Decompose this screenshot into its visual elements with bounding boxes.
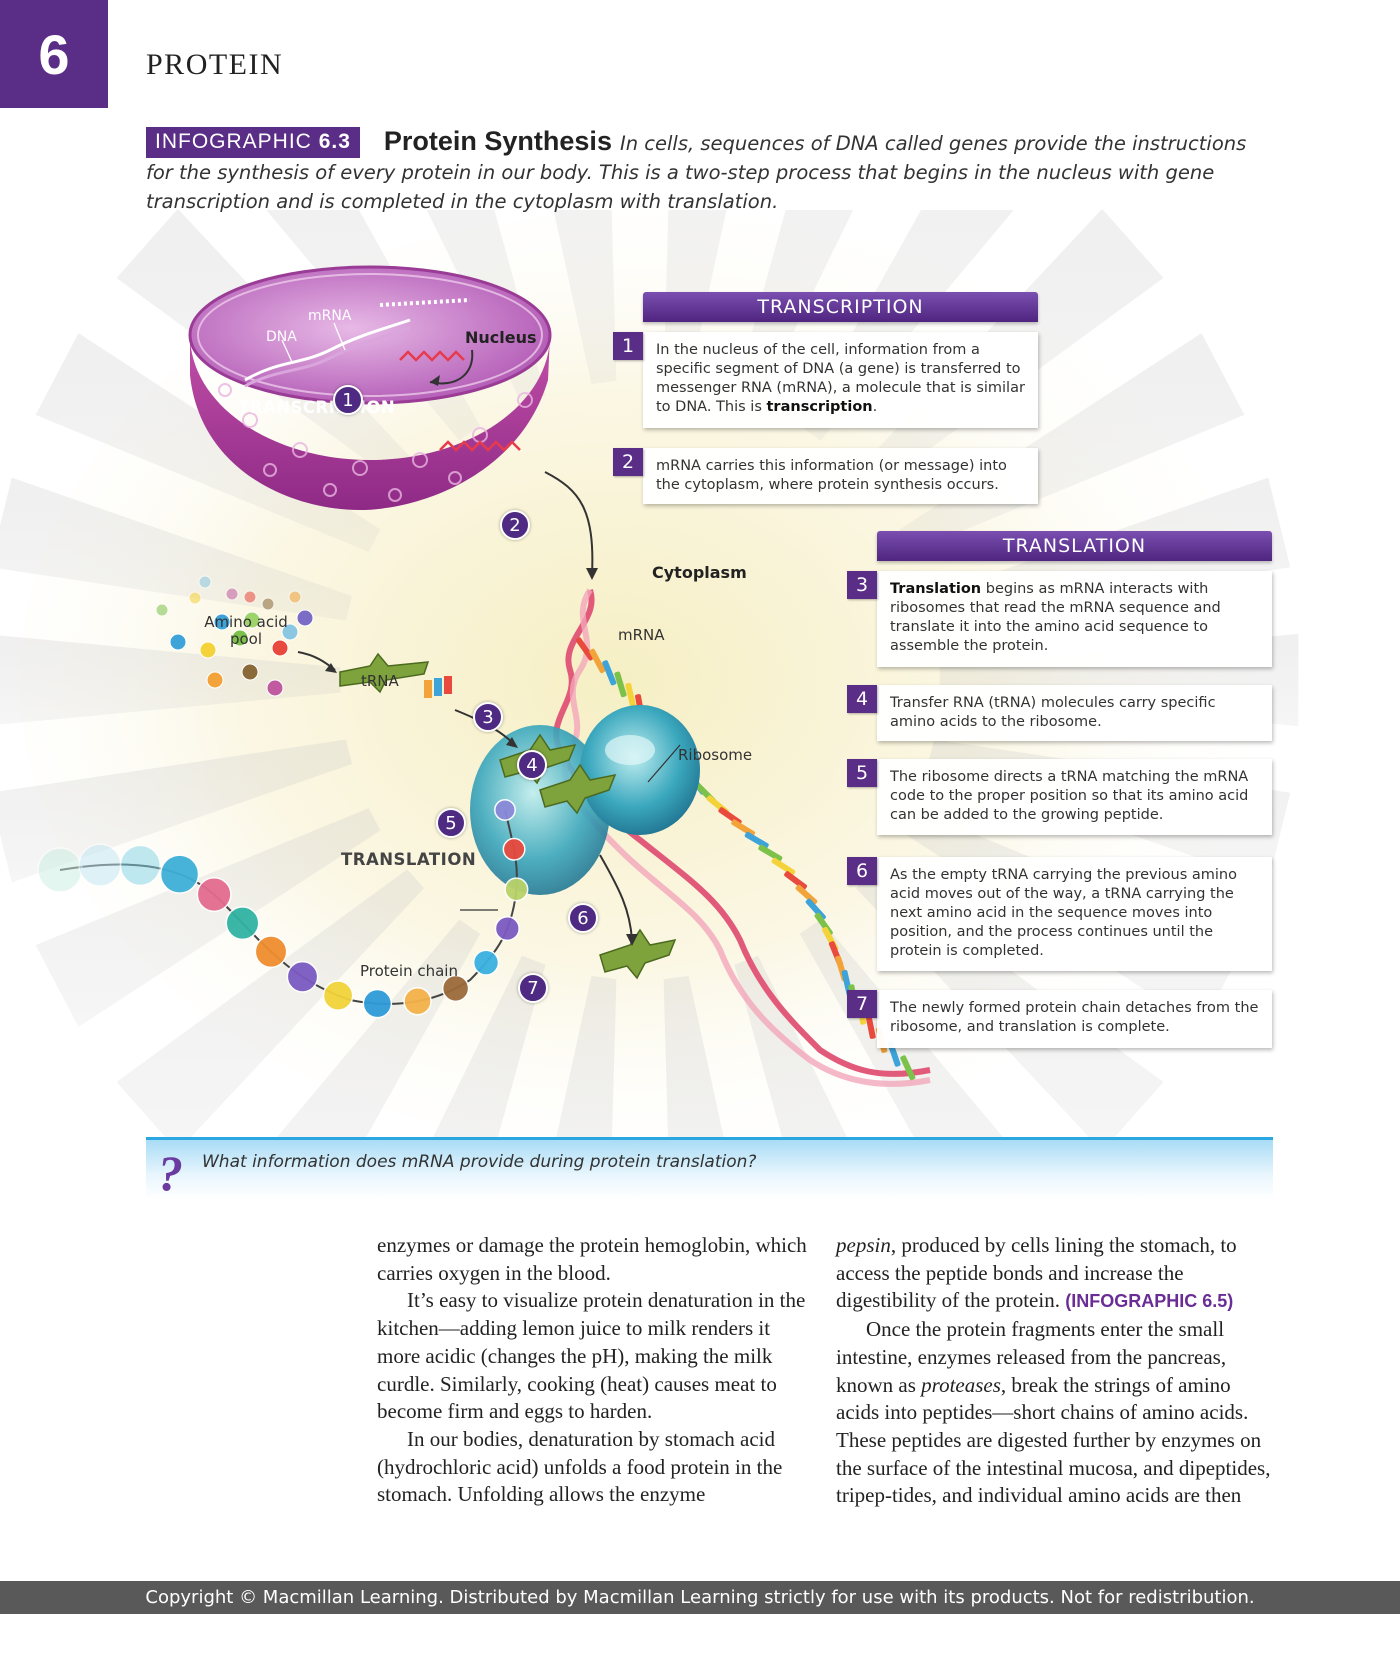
step-4-text: Transfer RNA (tRNA) molecules carry spec… [890,695,1216,730]
protein-chain-graphic [37,799,529,1019]
body-right-p1: pepsin, produced by cells lining the sto… [836,1232,1276,1316]
body-right-p1-text: , produced by cells lining the stomach, … [836,1233,1237,1313]
infographic-title: Protein Synthesis [383,126,612,156]
step-3-box: 3 Translation begins as mRNA interacts w… [847,571,1272,667]
step-5-text: The ribosome directs a tRNA matching the… [890,769,1249,823]
step-2-number: 2 [613,448,643,476]
marker-1: 1 [333,385,363,415]
body-right-p2: Once the protein fragments enter the sma… [836,1316,1276,1510]
step-7-text: The newly formed protein chain detaches … [890,1000,1259,1035]
term-proteases: proteases [921,1372,1001,1397]
marker-7: 7 [518,973,548,1003]
step-5-number: 5 [847,759,877,787]
step-7-box: 7 The newly formed protein chain detache… [847,990,1272,1048]
body-right-p2-text-b: , break the strings of amino acids into … [836,1372,1271,1508]
step-3-text: begins as mRNA interacts with ribosomes … [890,581,1221,654]
step-4-box: 4 Transfer RNA (tRNA) molecules carry sp… [847,685,1272,741]
label-amino-acid-pool: Amino acid pool [204,613,288,648]
transcription-header: TRANSCRIPTION [643,292,1038,322]
body-column-left: enzymes or damage the protein hemoglobin… [377,1232,812,1509]
step-1-bold: transcription [766,399,873,415]
amino-acid-pool-beads [155,575,314,697]
copyright-footer: Copyright © Macmillan Learning. Distribu… [0,1581,1400,1614]
infographic-tag-number: 6.3 [318,130,351,153]
step-1-text: In the nucleus of the cell, information … [656,342,1025,415]
step-3-bold: Translation [890,581,982,597]
body-right-p2-text-a: Once the protein fragments enter the sma… [836,1317,1227,1397]
label-transcription-nucleus: TRANSCRIPTION [238,398,396,417]
marker-4: 4 [517,750,547,780]
chapter-title: PROTEIN [146,48,284,81]
step-1-number: 1 [613,332,643,360]
chapter-number-tab: 6 [0,0,108,108]
marker-6: 6 [568,903,598,933]
label-dna: DNA [266,329,297,345]
marker-5: 5 [436,808,466,838]
review-question-text: What information does mRNA provide durin… [202,1152,757,1172]
step-2-box: 2 mRNA carries this information (or mess… [613,448,1038,504]
step-2-text: mRNA carries this information (or messag… [656,458,1007,493]
body-left-p1: enzymes or damage the protein hemoglobin… [377,1233,807,1285]
step-5-box: 5 The ribosome directs a tRNA matching t… [847,759,1272,835]
label-cytoplasm: Cytoplasm [652,563,747,582]
infographic-reference-link[interactable]: (INFOGRAPHIC 6.5) [1065,1291,1234,1312]
step-7-number: 7 [847,990,877,1018]
review-question-bar: ? What information does mRNA provide dur… [146,1137,1273,1201]
label-translation: TRANSLATION [341,850,477,869]
label-mrna-nucleus: mRNA [308,308,352,324]
step-6-number: 6 [847,857,877,885]
body-column-right: pepsin, produced by cells lining the sto… [836,1232,1276,1510]
label-ribosome: Ribosome [678,746,753,764]
infographic-tag: INFOGRAPHIC 6.3 [146,127,360,158]
label-protein-chain: Protein chain [360,962,458,980]
nucleus-graphic [188,265,552,510]
step-1-box: 1 In the nucleus of the cell, informatio… [613,332,1038,428]
translation-header: TRANSLATION [877,531,1272,561]
trna-anticodons [424,676,452,698]
term-pepsin: pepsin [836,1233,891,1257]
infographic-description: In cells, sequences of DNA called genes … [146,132,1247,213]
step-6-box: 6 As the empty tRNA carrying the previou… [847,857,1272,971]
label-mrna: mRNA [618,626,665,644]
marker-3: 3 [473,702,503,732]
body-left-p2: It’s easy to visualize protein denaturat… [377,1288,806,1424]
step-3-number: 3 [847,571,877,599]
body-left-p3: In our bodies, denaturation by stomach a… [377,1426,783,1507]
step-1-text-end: . [872,399,878,415]
infographic-tag-prefix: INFOGRAPHIC [155,130,312,153]
step-6-text: As the empty tRNA carrying the previous … [890,867,1237,959]
label-trna: tRNA [361,672,399,690]
question-mark-icon: ? [158,1145,183,1201]
step-4-number: 4 [847,685,877,713]
label-nucleus: Nucleus [465,328,537,347]
marker-2: 2 [500,510,530,540]
